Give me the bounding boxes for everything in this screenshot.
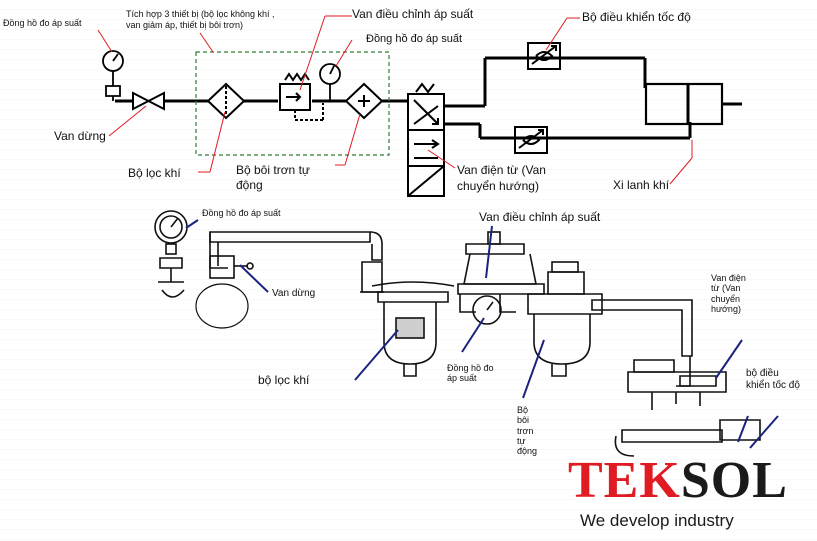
logo-word-black: SOL — [680, 452, 788, 509]
drawing-pressure-regulator — [457, 231, 545, 325]
drawing-stop-valve — [209, 255, 254, 279]
drawing-lubricator — [527, 261, 603, 377]
label-lubricator-line2: động — [236, 178, 263, 192]
label-pressure-regulator: Van điều chỉnh áp suất — [352, 7, 474, 21]
label-lubricator-line1: Bộ bôi trơn tự — [236, 163, 310, 177]
label-gauge-left: Đồng hồ đo áp suất — [3, 18, 82, 28]
label-drawing-gauge-center: Đồng hồ đo áp suất — [447, 363, 494, 384]
label-drawing-gauge: Đồng hồ đo áp suất — [202, 208, 281, 218]
logo-tagline: We develop industry — [580, 511, 734, 530]
drawing-white-patch — [195, 283, 249, 329]
frl-unit-box — [195, 51, 390, 156]
label-solenoid-line2: chuyển hướng) — [457, 179, 539, 193]
speed-controller-top-symbol — [527, 42, 561, 70]
air-cylinder-symbol — [644, 82, 742, 126]
main-air-line — [115, 56, 692, 140]
label-drawing-stop-valve: Van dừng — [272, 288, 316, 299]
label-speed-controller: Bộ điều khiển tốc độ — [582, 10, 691, 24]
drawing-air-filter — [371, 281, 455, 377]
label-stop-valve: Van dừng — [54, 129, 106, 143]
label-frl-note-line2: van giảm áp, thiết bị bôi trơn) — [126, 20, 243, 30]
top-leader-lines — [97, 15, 693, 185]
speed-controller-bottom-symbol — [514, 126, 548, 154]
label-drawing-lubricator: Bộ bôi trơn tự động — [517, 405, 538, 457]
label-cylinder: Xi lanh khí — [613, 178, 670, 192]
label-gauge-center: Đồng hồ đo áp suất — [366, 33, 463, 45]
label-drawing-air-filter: bộ lọc khí — [258, 373, 310, 387]
label-air-filter: Bộ lọc khí — [128, 166, 181, 180]
label-frl-note-line1: Tích hợp 3 thiết bị (bộ lọc không khí , — [126, 9, 275, 19]
logo-word-red: TEK — [568, 452, 681, 509]
bottom-callout-lines — [185, 219, 779, 449]
label-solenoid-line1: Van điện từ (Van — [457, 163, 546, 177]
pressure-regulator-symbol — [279, 72, 324, 121]
teksol-logo: TEKSOL We develop industry — [568, 455, 813, 535]
label-drawing-pressure-regulator: Van điều chỉnh áp suất — [479, 210, 601, 224]
label-drawing-speed-controller: bộ điều khiển tốc độ — [746, 368, 800, 391]
gauge-symbol-center — [319, 63, 341, 101]
stop-valve-symbol — [132, 91, 165, 111]
gauge-symbol-left — [102, 50, 124, 101]
drawing-gauge — [154, 210, 188, 298]
solenoid-valve-symbol — [407, 82, 445, 197]
label-drawing-solenoid: Van điện từ (Van chuyển hướng) — [711, 273, 746, 315]
logo-wordmark: TEKSOL — [568, 455, 788, 507]
air-filter-symbol — [206, 82, 246, 120]
lubricator-symbol — [344, 82, 384, 120]
